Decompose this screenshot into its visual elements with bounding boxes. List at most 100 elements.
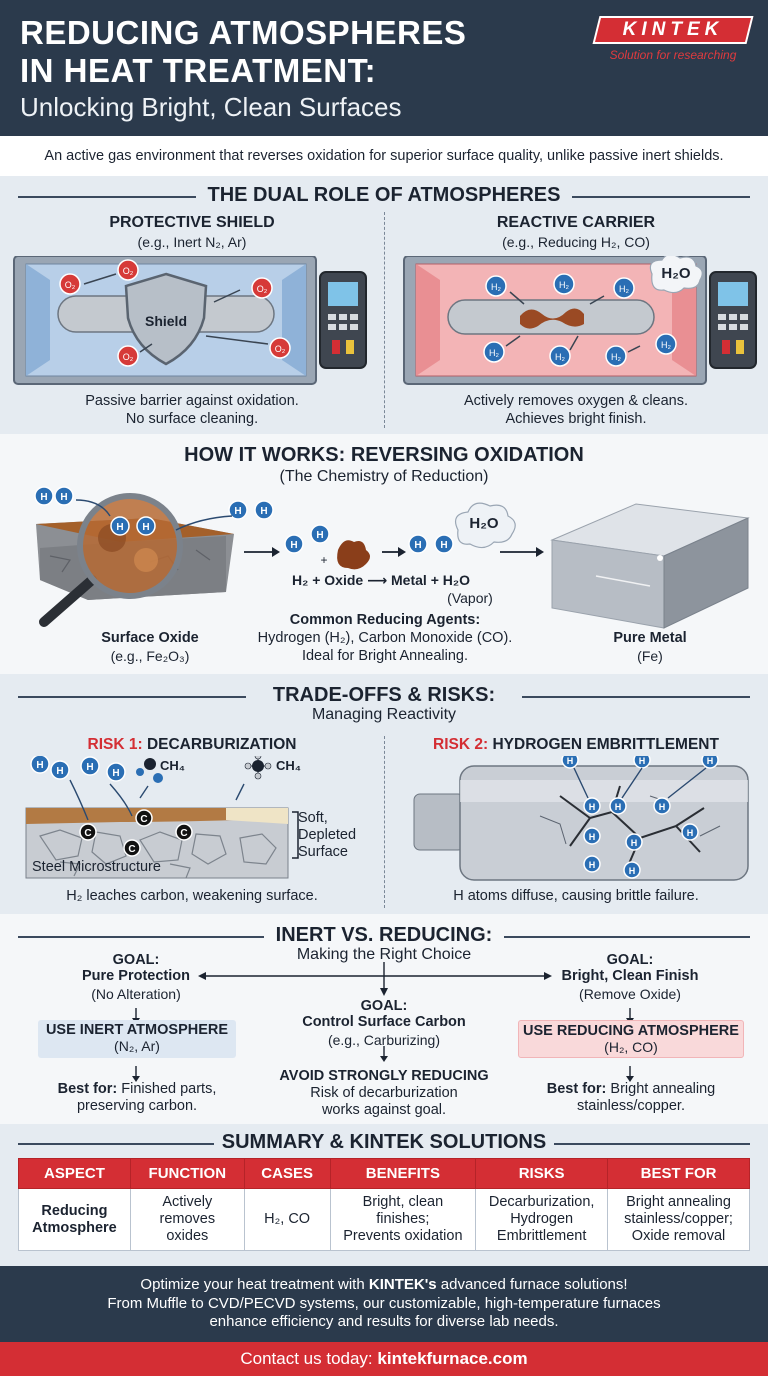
contact-link[interactable]: kintekfurnace.com [377,1349,528,1368]
summary-title: SUMMARY & KINTEK SOLUTIONS [0,1131,768,1154]
summary-table: ASPECT FUNCTION CASES BENEFITS RISKS BES… [18,1158,750,1251]
hydrogen-atom: H [80,756,100,776]
right-goal: Bright, Clean Finish [561,968,699,984]
svg-text:O₂: O₂ [123,352,134,362]
svg-text:H: H [36,760,43,771]
footer-line-1: Optimize your heat treatment with KINTEK… [140,1276,628,1293]
right-best-for: Best for: Bright annealing stainless/cop… [522,1081,740,1115]
svg-text:H: H [290,540,297,551]
use-inert-label: USE INERT ATMOSPHERE [45,1022,229,1038]
control-panel [319,271,367,369]
hydrogen-atom: H [653,797,671,815]
svg-text:H: H [260,506,267,517]
use-reducing-gas: (H₂, CO) [604,1039,658,1055]
svg-text:H: H [40,492,47,503]
title-line-2: IN HEAT TREATMENT: [20,52,377,89]
hydrogen-atom: H [408,534,428,554]
left-goal-label: GOAL: [112,952,160,968]
kintek-logo[interactable]: KINTEK [592,16,754,44]
logo-text: KINTEK [622,19,724,40]
hydrogen-molecule: H₂ [605,345,627,367]
vapor-cloud [649,256,703,294]
svg-text:H: H [86,762,93,773]
hydrogen-atom: H [623,861,641,879]
svg-text:CH₄: CH₄ [160,758,185,773]
svg-text:C: C [128,844,135,855]
dual-role-heading: THE DUAL ROLE OF ATMOSPHERES [207,184,561,206]
vapor-cloud [455,502,516,549]
hydrogen-atom: H [633,756,651,769]
svg-text:H: H [56,766,63,777]
metal-label: Pure Metal [613,630,687,646]
dual-role-illustration: Shield O₂ O₂ O₂ O₂ O₂ H₂ H₂ H₂ H₂ H₂ H₂ … [13,256,757,385]
svg-text:H: H [142,522,149,533]
hydrogen-atom: H [34,486,54,506]
footer-brand: KINTEK's [368,1276,437,1293]
title-rule-right [572,196,750,198]
svg-text:O₂: O₂ [65,280,76,290]
oxide-example: (e.g., Fe₂O₃) [110,648,190,664]
soft-surface-line: Depleted [298,827,357,843]
svg-text:H: H [589,860,596,870]
soft-surface-line: Surface [298,844,348,860]
shield-heading: PROTECTIVE SHIELD [109,214,275,231]
mid-goal: Control Surface Carbon [302,1014,466,1030]
title-rule-left [18,196,196,198]
oxide-label: Surface Oxide [101,630,199,646]
svg-text:H: H [567,756,574,766]
svg-text:O₂: O₂ [123,266,134,276]
risk2-tag: RISK 2: [433,736,489,753]
use-inert-gas: (N₂, Ar) [114,1038,160,1054]
svg-text:C: C [84,828,91,839]
pure-metal-block [550,503,750,629]
shield-caption-line: Passive barrier against oxidation. [85,393,299,409]
svg-text:H: H [615,802,622,812]
right-best-line: stainless/copper. [576,1098,685,1114]
hydrogen-atom: H [54,486,74,506]
mid-note: Risk of decarburization works against go… [264,1085,504,1119]
svg-text:H: H [687,828,694,838]
best-for-label: Best for: [57,1081,118,1097]
choice-title: INERT VS. REDUCING: [0,924,768,947]
carrier-caption-line: Achieves bright finish. [505,411,647,427]
summary-heading: SUMMARY & KINTEK SOLUTIONS [221,1131,547,1153]
carbon-atom: C [175,823,193,841]
shield-caption-line: No surface cleaning. [125,411,259,427]
svg-text:H: H [116,522,123,533]
hydrogen-atom: H [30,756,50,774]
right-goal-label: GOAL: [606,952,654,968]
hydrogen-molecule: H₂ [549,345,571,367]
hydrogen-atom: H [106,762,126,782]
hydrogen-atom: H [609,797,627,815]
hydrogen-atom: H [681,823,699,841]
risk2-heading: RISK 2: HYDROGEN EMBRITTLEMENT [404,736,748,754]
hydrogen-atom: H [583,855,601,873]
left-goal: Pure Protection [82,968,190,984]
reducing-furnace: H₂ H₂ H₂ H₂ H₂ H₂ H₂ H₂O [403,256,707,385]
soft-surface-line: Soft, [298,810,328,826]
mid-goal-label: GOAL: [360,998,408,1014]
how-it-works-subtitle: (The Chemistry of Reduction) [279,468,489,485]
methane-molecule: CH₄ [244,756,301,780]
svg-text:H₂: H₂ [661,340,671,350]
control-panel [709,271,757,369]
agents-line: Ideal for Bright Annealing. [301,648,469,664]
risk1-caption: H₂ leaches carbon, weakening surface. [66,888,318,904]
risk1-name: DECARBURIZATION [146,736,297,753]
svg-text:H₂: H₂ [555,352,565,362]
use-inert-box: USE INERT ATMOSPHERE (N₂, Ar) [38,1020,236,1058]
svg-text:O₂: O₂ [275,344,286,354]
title-rule-right [554,1143,750,1145]
hydrogen-atom: H [110,516,130,536]
left-goal-note: (No Alteration) [91,986,181,1002]
footer-line-2: From Muffle to CVD/PECVD systems, our cu… [107,1294,661,1312]
agents-text: Hydrogen (H₂), Carbon Monoxide (CO). Ide… [230,629,540,665]
left-best-line: preserving carbon. [76,1098,198,1114]
carrier-caption: Actively removes oxygen & cleans. Achiev… [404,392,748,428]
svg-text:H: H [589,832,596,842]
svg-text:H: H [659,802,666,812]
risk2-name: HYDROGEN EMBRITTLEMENT [492,736,719,753]
